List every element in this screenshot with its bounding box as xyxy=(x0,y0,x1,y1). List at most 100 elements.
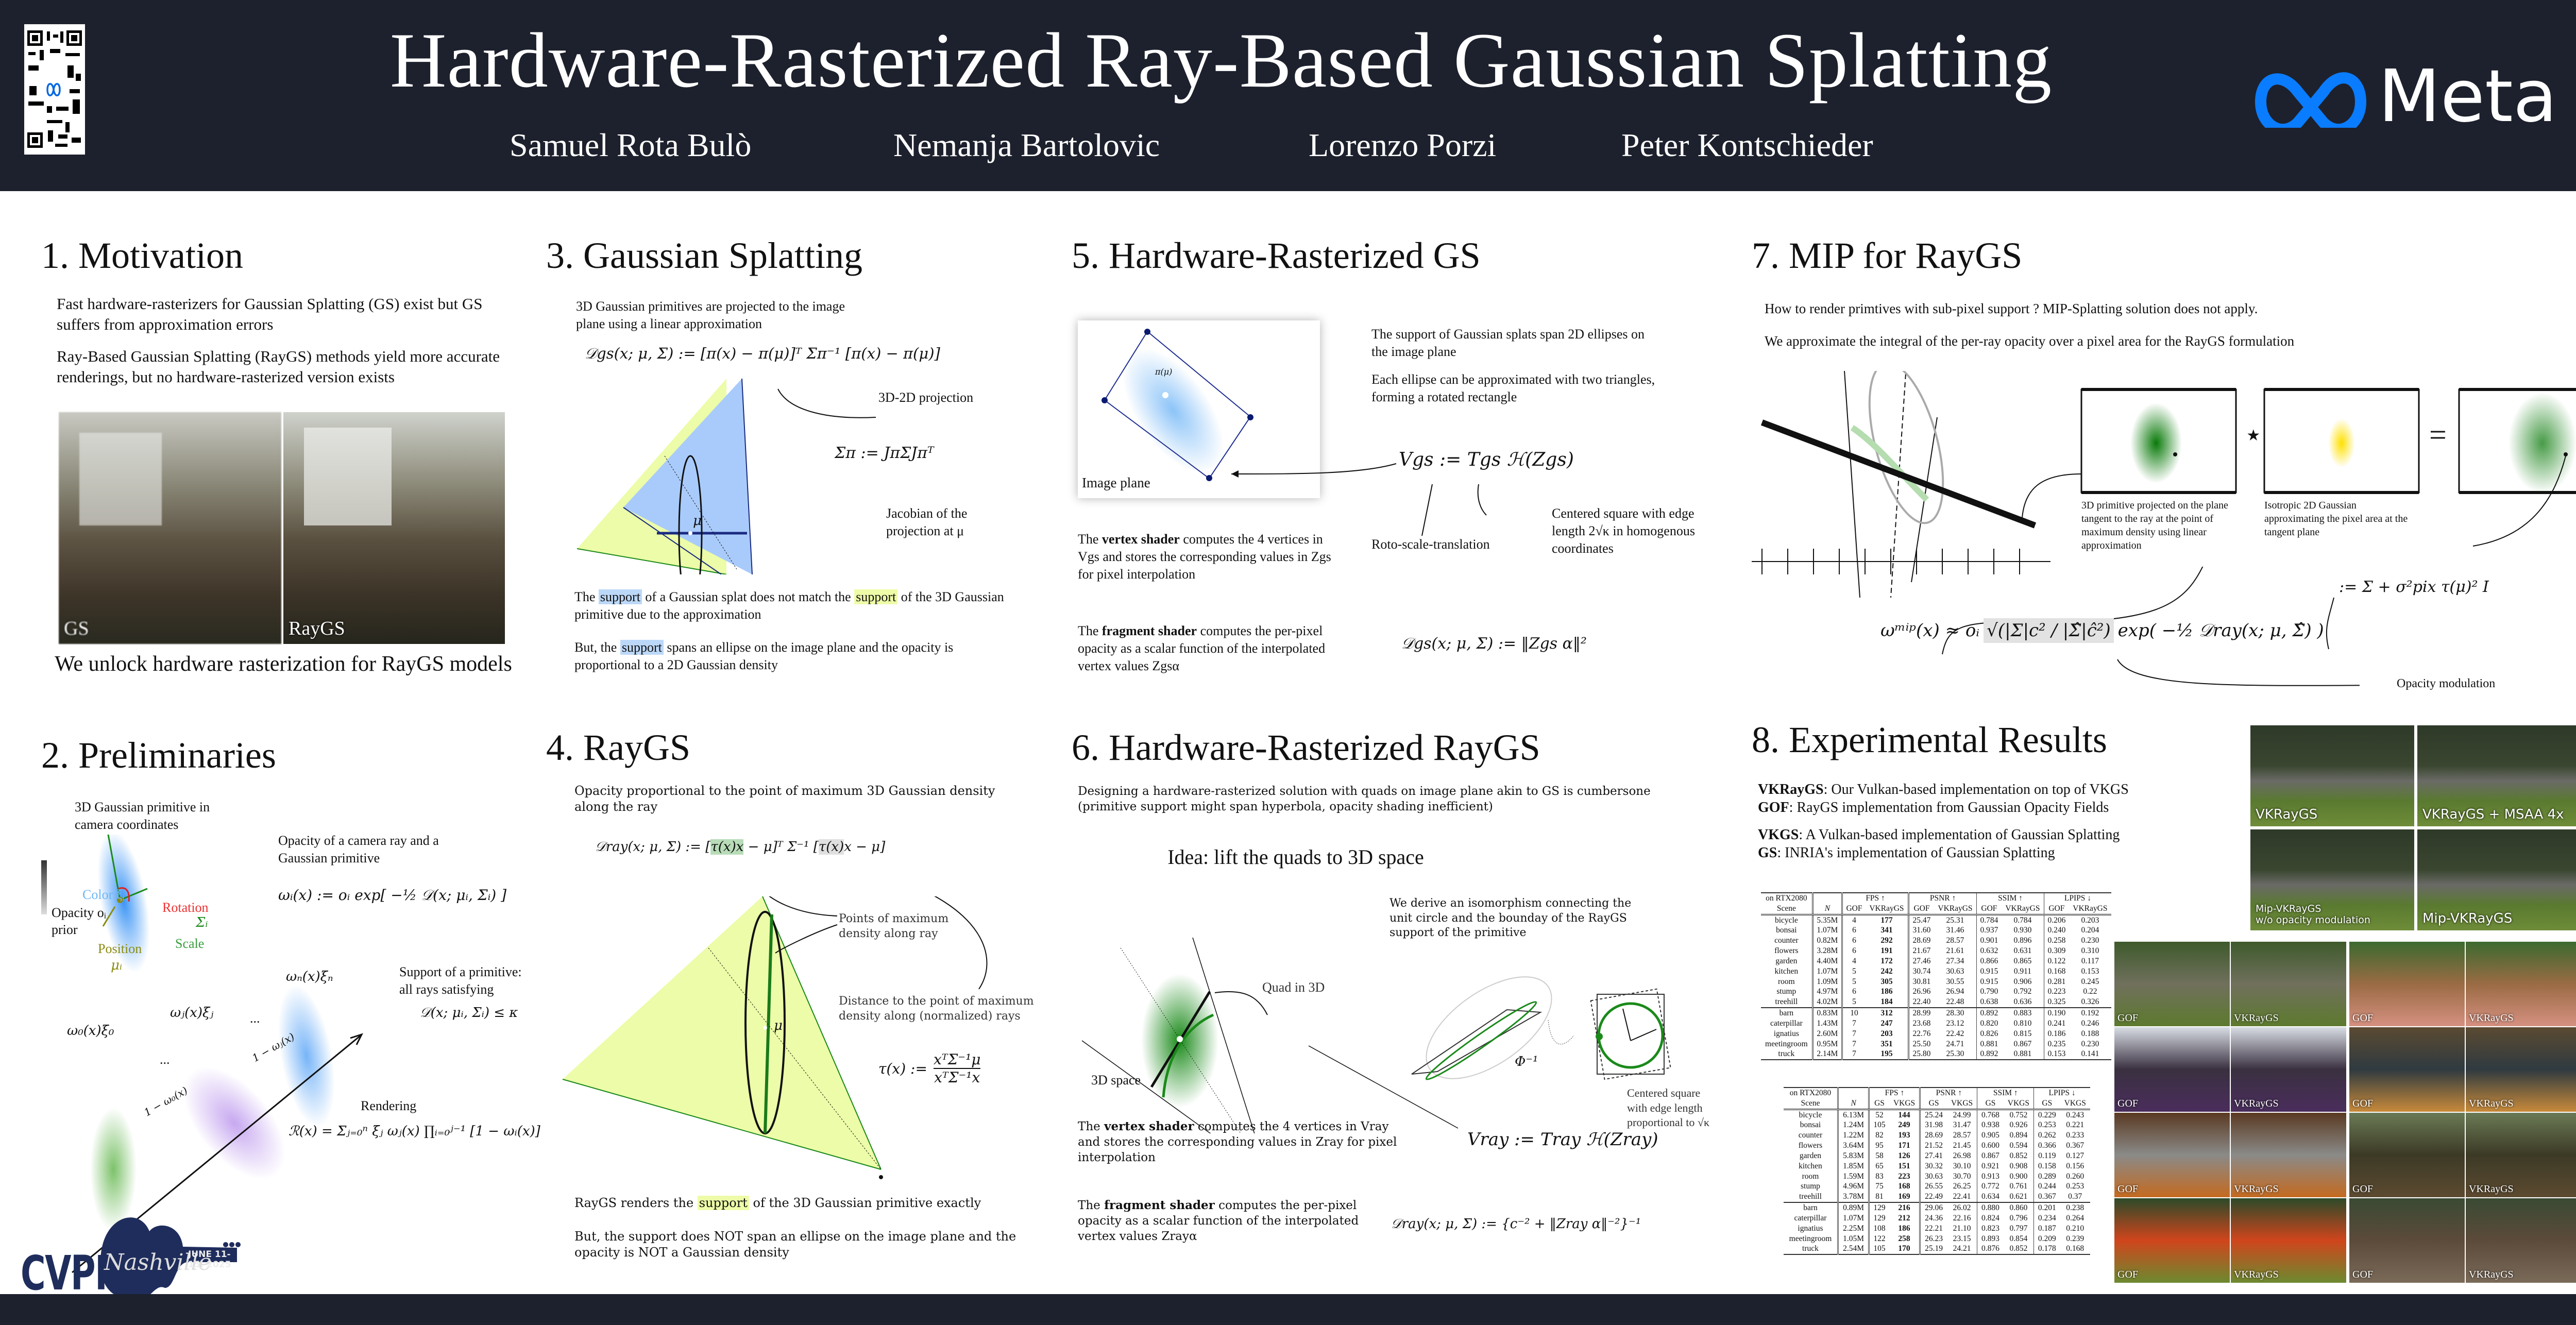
value-cell: 1.07M xyxy=(1811,966,1842,977)
value-cell: 351 xyxy=(1880,1039,1893,1048)
scene-cell: counter xyxy=(1774,936,1799,945)
photo-label: GOF xyxy=(2117,1269,2139,1280)
gs-projection-diagram xyxy=(577,379,876,574)
value-cell: 21.61 xyxy=(1946,946,1964,956)
space-label: 3D space xyxy=(1091,1073,1141,1088)
value-cell: 1.07M xyxy=(1837,1213,1869,1224)
text-segment: computes the 4 vertices in Vray and stor… xyxy=(1078,1120,1397,1164)
value-cell: 0.913 xyxy=(1977,1171,2004,1182)
sigma-pi-formula: Σπ := JπΣJπᵀ xyxy=(835,444,934,462)
value-cell: 0.309 xyxy=(2043,946,2069,956)
value-cell: 0.235 xyxy=(2043,1039,2069,1049)
value-cell: 0.826 xyxy=(1976,1028,2002,1039)
author-name: Samuel Rota Bulò xyxy=(510,127,752,163)
preliminaries-diagram xyxy=(41,835,363,1273)
value-cell: 0.117 xyxy=(2081,956,2099,965)
sigma-label: Σᵢ xyxy=(196,915,208,930)
author-name: Peter Kontschieder xyxy=(1621,127,1873,163)
definition-term: VKRayGS xyxy=(1758,782,1824,797)
qr-code[interactable] xyxy=(24,24,85,155)
qualitative-photo: VKRayGS xyxy=(2466,1027,2576,1112)
scene-cell: stump xyxy=(1776,987,1797,996)
value-cell: 177 xyxy=(1880,915,1893,925)
device-header: on RTX2080 xyxy=(1766,894,1807,903)
qualitative-photo: GOF xyxy=(2114,1113,2230,1197)
value-cell: 1.07M xyxy=(1811,925,1842,936)
value-cell: 0.367 xyxy=(2033,1192,2060,1203)
value-cell: 22.76 xyxy=(1908,1028,1934,1039)
term-0: ω₀(x)ξ₀ xyxy=(67,1023,114,1039)
mip-photo: VKRayGS + MSAA 4x xyxy=(2417,725,2576,826)
value-cell: 0.187 xyxy=(2033,1223,2060,1234)
term-n: ωₙ(x)ξₙ xyxy=(286,969,333,984)
value-cell: 0.168 xyxy=(2043,966,2069,977)
value-cell: 0.239 xyxy=(2066,1234,2084,1243)
value-cell: 0.854 xyxy=(2009,1234,2028,1243)
value-cell: 22.41 xyxy=(1953,1192,1971,1201)
support-highlight: support xyxy=(697,1196,749,1210)
value-cell: 186 xyxy=(1898,1224,1910,1233)
value-cell: 21.10 xyxy=(1953,1224,1971,1233)
value-cell: 23.68 xyxy=(1908,1018,1934,1029)
value-cell: 10 xyxy=(1841,1007,1866,1018)
scene-cell: meetingroom xyxy=(1789,1234,1832,1243)
photo-label: GOF xyxy=(2352,1183,2374,1195)
support-highlight: support xyxy=(598,589,642,604)
value-cell: 6 xyxy=(1841,936,1866,946)
fragment-shader-text: The fragment shader computes the per-pix… xyxy=(1078,1198,1387,1245)
value-cell: 122 xyxy=(1868,1233,1889,1244)
value-cell: 0.82M xyxy=(1811,936,1842,946)
value-cell: 105 xyxy=(1868,1244,1889,1255)
device-header: on RTX2080 xyxy=(1789,1089,1832,1097)
value-cell: 0.797 xyxy=(2009,1224,2028,1233)
distance-note: Distance to the point of maximum density… xyxy=(839,995,1034,1023)
value-cell: 216 xyxy=(1889,1202,1920,1213)
value-cell: 24.21 xyxy=(1953,1244,1971,1253)
value-cell: 2.54M xyxy=(1837,1244,1869,1255)
value-cell: 0.204 xyxy=(2081,926,2099,935)
value-cell: 27.46 xyxy=(1908,956,1934,966)
poster-header: Hardware-Rasterized Ray-Based Gaussian S… xyxy=(0,0,2576,191)
photo-label: GOF xyxy=(2117,1183,2139,1195)
value-cell: 28.30 xyxy=(1934,1007,1977,1018)
quad-label: Quad in 3D xyxy=(1262,980,1325,995)
formula-part: − μ]ᵀ Σ⁻¹ [ xyxy=(743,839,819,855)
method-header: GS xyxy=(1868,1098,1889,1110)
value-cell: 1.43M xyxy=(1811,1018,1842,1029)
value-cell: 247 xyxy=(1880,1018,1893,1028)
value-cell: 1.05M xyxy=(1837,1233,1869,1244)
value-cell: 22.42 xyxy=(1946,1029,1964,1038)
value-cell: 0.790 xyxy=(1976,987,2002,997)
value-cell: 0.238 xyxy=(2060,1202,2090,1213)
value-cell: 0.210 xyxy=(2066,1224,2084,1233)
value-cell: 0.168 xyxy=(2066,1244,2084,1253)
value-cell: 0.792 xyxy=(2013,987,2032,996)
value-cell: 258 xyxy=(1898,1234,1910,1243)
value-cell: 171 xyxy=(1898,1141,1910,1150)
value-cell: 4 xyxy=(1841,914,1866,926)
value-cell: 0.244 xyxy=(2033,1181,2060,1192)
value-cell: 25.30 xyxy=(1946,1049,1964,1059)
text-segment: computes the per-pixel opacity as a scal… xyxy=(1078,1199,1359,1243)
value-cell: 212 xyxy=(1898,1213,1910,1222)
value-cell: 0.761 xyxy=(2009,1182,2028,1191)
support-caption: Support of a primitive: all rays satisfy… xyxy=(399,964,522,997)
scene-cell: treehill xyxy=(1799,1192,1822,1201)
value-cell: 21.45 xyxy=(1953,1141,1971,1150)
value-cell: 1.24M xyxy=(1837,1120,1869,1131)
value-cell: 83 xyxy=(1868,1171,1889,1182)
value-cell: 0.22 xyxy=(2083,987,2097,996)
dgs-norm-formula: 𝒟gs(x; μ, Σ) := ‖Zgs α‖² xyxy=(1401,635,1587,653)
value-cell: 5.83M xyxy=(1837,1150,1869,1161)
photo-label: GOF xyxy=(2352,1269,2374,1280)
value-cell: 0.892 xyxy=(1976,1049,2002,1060)
definition-item: VKGS: A Vulkan-based implementation of G… xyxy=(1758,826,2129,844)
mu-label: μ xyxy=(774,1018,783,1033)
motivation-text-2: Ray-Based Gaussian Splatting (RayGS) met… xyxy=(57,347,500,386)
value-cell: 25.31 xyxy=(1946,915,1964,925)
